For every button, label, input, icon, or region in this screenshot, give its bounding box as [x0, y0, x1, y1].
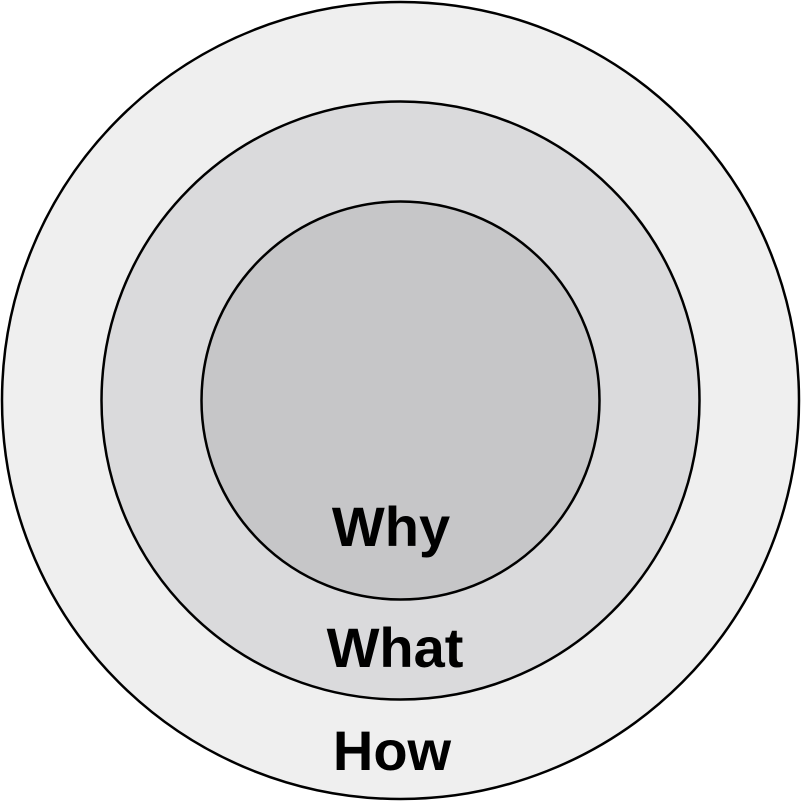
inner-ring-label: Why: [332, 495, 450, 558]
outer-ring-label: How: [333, 719, 452, 782]
middle-ring-label: What: [327, 616, 464, 679]
inner-ring: [200, 200, 601, 601]
